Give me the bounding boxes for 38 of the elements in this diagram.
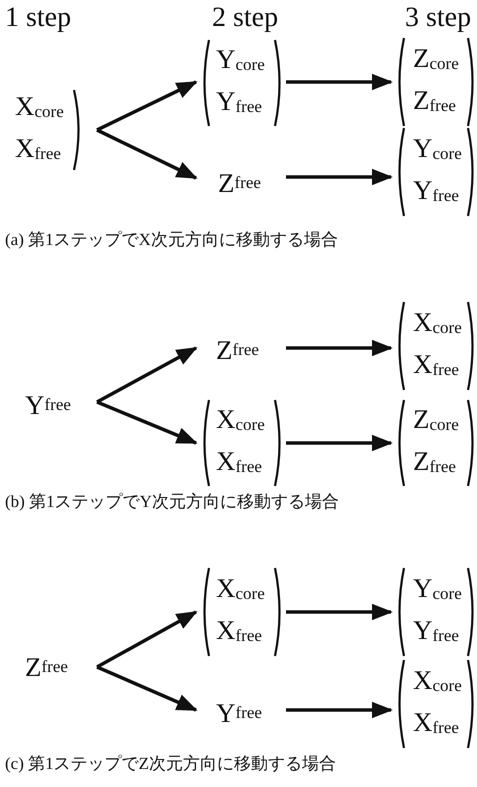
variable-label: Y$_{core}$ bbox=[413, 573, 463, 605]
variable-label: X$_{free}$ bbox=[15, 133, 62, 165]
arrow bbox=[286, 340, 393, 356]
variable-label: Y$_{core}$ bbox=[216, 44, 266, 76]
arrow bbox=[286, 168, 393, 186]
variable-label: X$_{core}$ bbox=[216, 573, 266, 605]
variable-label: X$_{core}$ bbox=[413, 307, 463, 339]
arrow bbox=[286, 604, 393, 620]
arrow bbox=[96, 400, 198, 445]
variable-label: Z$_{free}$ bbox=[413, 85, 457, 117]
arrow bbox=[286, 702, 393, 718]
step-label: 2 step bbox=[212, 2, 278, 34]
arrow bbox=[286, 74, 393, 90]
variable-label: Y$_{free}$ bbox=[413, 175, 460, 207]
arrow bbox=[96, 665, 198, 712]
variable-label: X$_{free}$ bbox=[216, 615, 263, 647]
variable-label: Y$_{free}$ bbox=[413, 615, 460, 647]
arrow bbox=[96, 128, 198, 180]
variable-label: X$_{free}$ bbox=[413, 349, 460, 381]
step-label: 3 step bbox=[405, 2, 472, 34]
variable-label: X$_{core}$ bbox=[15, 91, 65, 123]
variable-label: X$_{core}$ bbox=[413, 665, 463, 697]
arrow bbox=[96, 80, 198, 132]
arrow bbox=[96, 346, 198, 404]
arrow bbox=[286, 434, 393, 452]
variable-label: Z$_{core}$ bbox=[413, 43, 460, 75]
caption: (a) 第1ステップでX次元方向に移動する場合 bbox=[5, 229, 338, 251]
caption: (c) 第1ステップでZ次元方向に移動する場合 bbox=[5, 753, 336, 775]
variable-label: X$_{core}$ bbox=[216, 404, 266, 436]
variable-label: Y$_{core}$ bbox=[413, 133, 463, 165]
variable-label: Z$_{free}$ bbox=[413, 446, 457, 478]
step-label: 1 step bbox=[5, 2, 72, 34]
variable-label: Y$_{free}$ bbox=[216, 86, 263, 118]
variable-label: Z$_{core}$ bbox=[413, 404, 460, 436]
arrow bbox=[96, 610, 198, 669]
variable-label: X$_{free}$ bbox=[216, 446, 263, 478]
variable-label: X$_{free}$ bbox=[413, 707, 460, 739]
caption: (b) 第1ステップでY次元方向に移動する場合 bbox=[5, 491, 339, 513]
